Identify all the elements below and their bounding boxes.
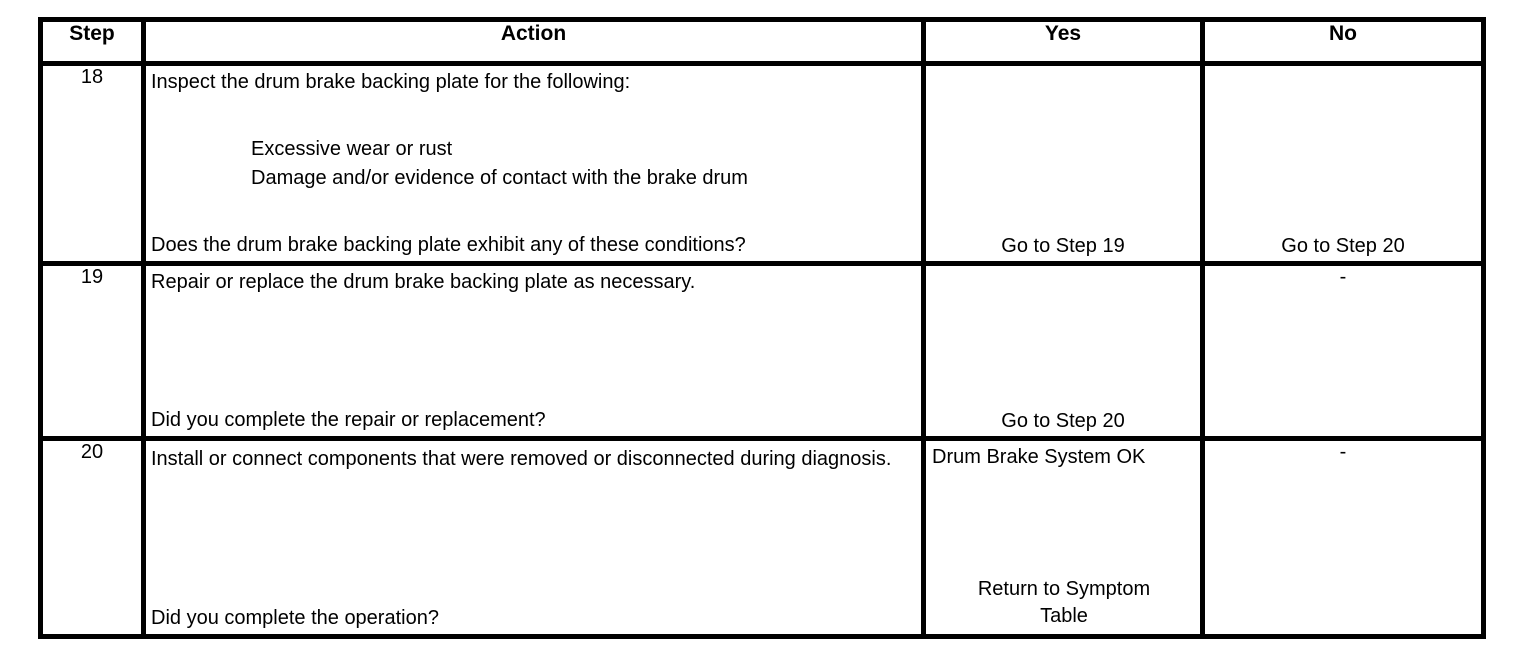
diagnostic-table: Step Action Yes No 18 Inspect the drum b… <box>38 17 1486 639</box>
header-step: Step <box>38 17 146 66</box>
no-dash-19: - <box>1339 266 1347 288</box>
table-row-step-19: 19 Repair or replace the drum brake back… <box>38 261 1486 441</box>
no-dash-20: - <box>1339 441 1347 463</box>
action-question-19: Did you complete the repair or replaceme… <box>151 409 546 431</box>
action-intro-20: Install or connect components that were … <box>151 448 892 470</box>
yes-cell-18: Go to Step 19 <box>921 61 1205 266</box>
yes-instruction-18: Go to Step 19 <box>1001 235 1125 257</box>
step-number-18: 18 <box>38 61 146 266</box>
header-no: No <box>1200 17 1486 66</box>
step-number-19: 19 <box>38 261 146 441</box>
header-yes: Yes <box>921 17 1205 66</box>
no-cell-18: Go to Step 20 <box>1200 61 1486 266</box>
step-number-20: 20 <box>38 436 146 639</box>
action-question-18: Does the drum brake backing plate exhibi… <box>151 234 746 256</box>
action-intro-19: Repair or replace the drum brake backing… <box>151 271 696 293</box>
no-cell-20: - <box>1200 436 1486 639</box>
yes-result-top-20: Drum Brake System OK <box>932 446 1146 468</box>
yes-result-bottom-20: Return to Symptom Table <box>977 578 1151 627</box>
action-intro-18: Inspect the drum brake backing plate for… <box>151 71 631 93</box>
action-question-20: Did you complete the operation? <box>151 607 439 629</box>
action-cell-19: Repair or replace the drum brake backing… <box>141 261 926 441</box>
yes-instruction-19: Go to Step 20 <box>1001 410 1125 432</box>
table-row-step-18: 18 Inspect the drum brake backing plate … <box>38 61 1486 266</box>
table-header-row: Step Action Yes No <box>38 17 1486 66</box>
action-cell-20: Install or connect components that were … <box>141 436 926 639</box>
yes-cell-20: Drum Brake System OK Return to Symptom T… <box>921 436 1205 639</box>
action-sub-item: Excessive wear or rust <box>251 138 453 160</box>
action-sub-items-18: Excessive wear or rust Damage and/or evi… <box>151 135 913 193</box>
yes-cell-19: Go to Step 20 <box>921 261 1205 441</box>
table-row-step-20: 20 Install or connect components that we… <box>38 436 1486 639</box>
action-cell-18: Inspect the drum brake backing plate for… <box>141 61 926 266</box>
action-sub-item: Damage and/or evidence of contact with t… <box>251 167 748 189</box>
header-action: Action <box>141 17 926 66</box>
no-cell-19: - <box>1200 261 1486 441</box>
no-instruction-18: Go to Step 20 <box>1281 235 1405 257</box>
